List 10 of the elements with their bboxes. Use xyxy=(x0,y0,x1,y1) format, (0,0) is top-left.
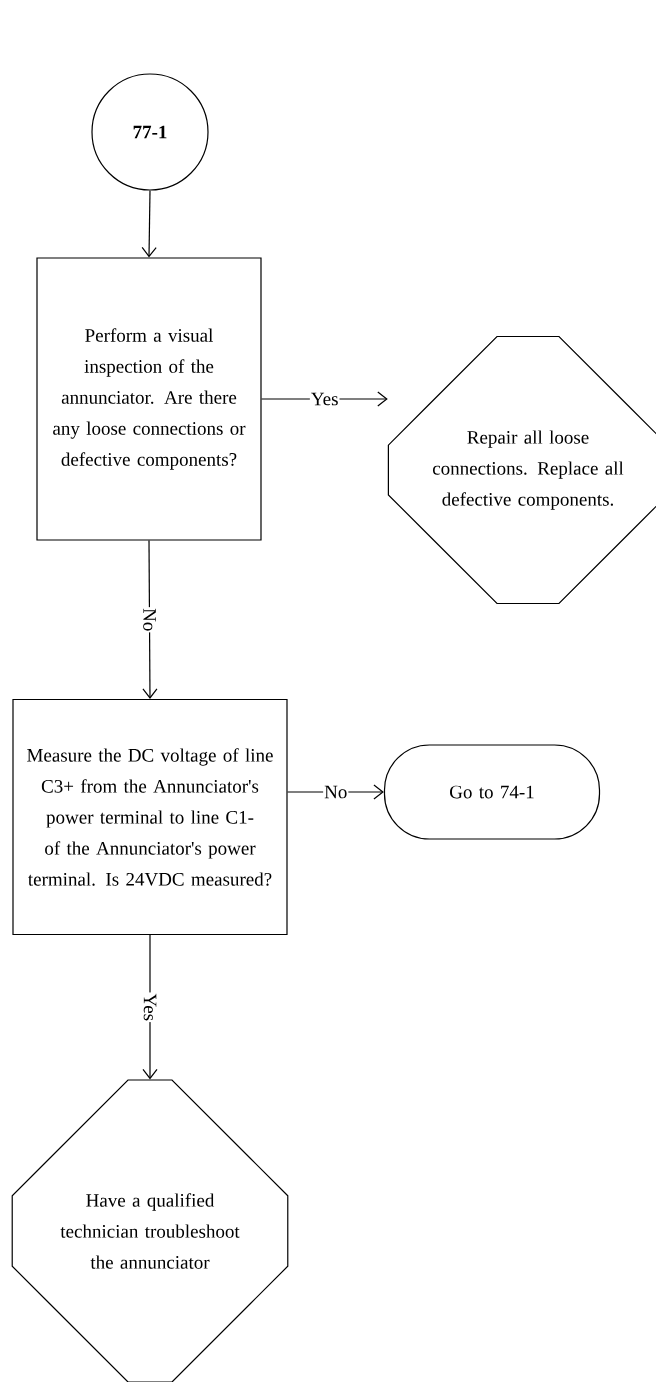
edge-label: Yes xyxy=(309,391,340,407)
terminal-octagon: Have a qualified technician troubleshoot the annunciator xyxy=(11,1079,289,1382)
process-box: Measure the DC voltage of line C3+ from the Annunciator's power terminal to line C1- of the Annunciator's power terminal. Is 24VDC measured? xyxy=(12,698,288,936)
arrow xyxy=(141,190,157,258)
edge-label: Yes xyxy=(142,992,158,1023)
edge-label: No xyxy=(323,784,349,800)
terminal-box: Go to 74-1 xyxy=(383,744,601,840)
edge-label: No xyxy=(142,607,157,633)
terminal-octagon: Repair all loose connections. Replace all defective components. xyxy=(387,335,656,605)
process-box: Perform a visual inspection of the annunciator. Are there any loose connections or defective components? xyxy=(36,257,262,541)
